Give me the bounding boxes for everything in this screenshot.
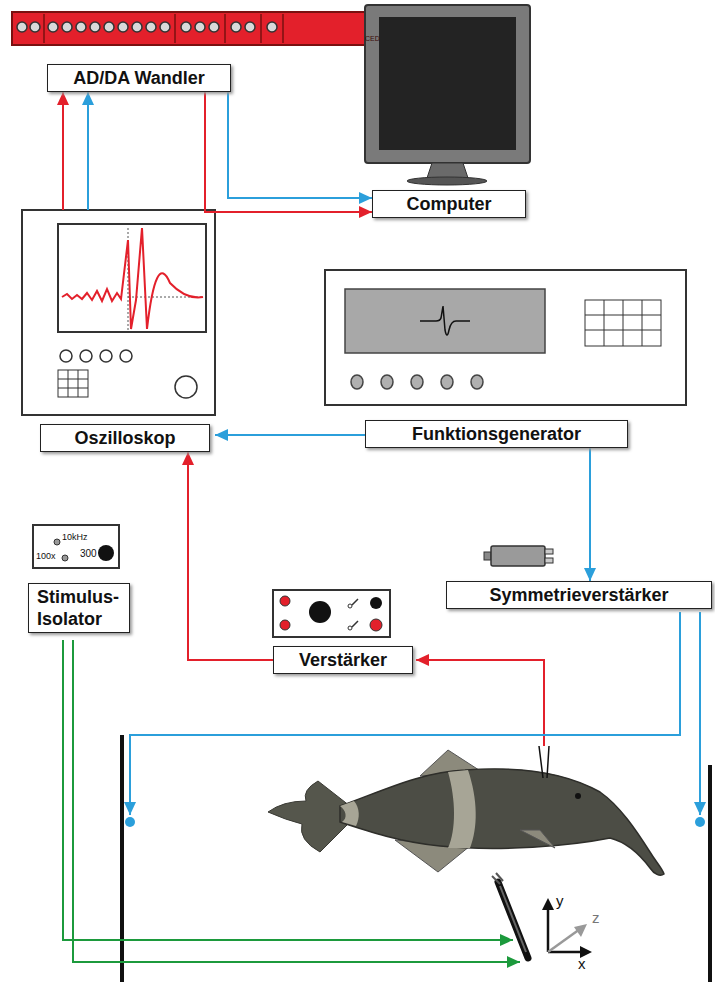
- label-box: Verstärker: [273, 646, 413, 674]
- monitor: [365, 5, 530, 185]
- label-box: AD/DA Wandler: [47, 64, 231, 92]
- label-box: Funktionsgenerator: [365, 420, 628, 448]
- signal-arrow: [188, 452, 273, 660]
- device-setting-label: 300: [80, 548, 97, 559]
- elephantnose-fish: [268, 750, 664, 875]
- stimulus-wire: [699, 612, 701, 815]
- node-label: Computer: [381, 193, 517, 215]
- axes: [542, 898, 592, 958]
- oscilloscope-device: [22, 210, 215, 415]
- signal-arrow: [589, 448, 591, 581]
- node-label: Oszilloskop: [49, 427, 201, 449]
- axis-label: x: [578, 956, 586, 973]
- device-node: Oszilloskop: [22, 210, 215, 452]
- label-box: Symmetrieverstärker: [446, 581, 712, 609]
- balun-device: [484, 546, 553, 566]
- label-box: Oszilloskop: [40, 424, 210, 452]
- tank-wall: [120, 735, 124, 982]
- signal-arrow: [215, 434, 365, 436]
- adda-device: [12, 12, 385, 45]
- axis-label: z: [592, 910, 600, 927]
- stimulus-isolator-wire: [63, 640, 513, 940]
- function-generator-device: [325, 270, 686, 405]
- label-box: Computer: [372, 190, 526, 218]
- axis-label: y: [556, 893, 564, 910]
- signal-arrow: [205, 92, 372, 212]
- node-label: Verstärker: [282, 649, 404, 671]
- tank-wall: [708, 765, 712, 982]
- recording-electrode: [539, 746, 549, 778]
- device-setting-label: 100x: [36, 552, 56, 562]
- device-setting-label: 10kHz: [62, 533, 88, 543]
- label-box: Stimulus- Isolator: [28, 583, 130, 633]
- node-label: Symmetrieverstärker: [455, 584, 703, 606]
- stimulus-wire: [130, 612, 680, 815]
- brand-label: CED: [365, 35, 380, 43]
- tank-electrode: [695, 817, 705, 827]
- signal-arrow: [228, 92, 372, 198]
- node-label: Stimulus- Isolator: [37, 586, 121, 630]
- node-label: AD/DA Wandler: [56, 67, 222, 89]
- recording-wire: [416, 660, 544, 746]
- tank-electrode: [125, 817, 135, 827]
- signal-arrow: [62, 92, 64, 210]
- amplifier-device: [273, 590, 390, 637]
- stimulus-isolator-device: [33, 525, 119, 568]
- signal-arrow: [87, 92, 89, 210]
- stimulus-electrode: [492, 873, 528, 958]
- node-label: Funktionsgenerator: [374, 423, 619, 445]
- stimulus-isolator-wire: [73, 640, 520, 962]
